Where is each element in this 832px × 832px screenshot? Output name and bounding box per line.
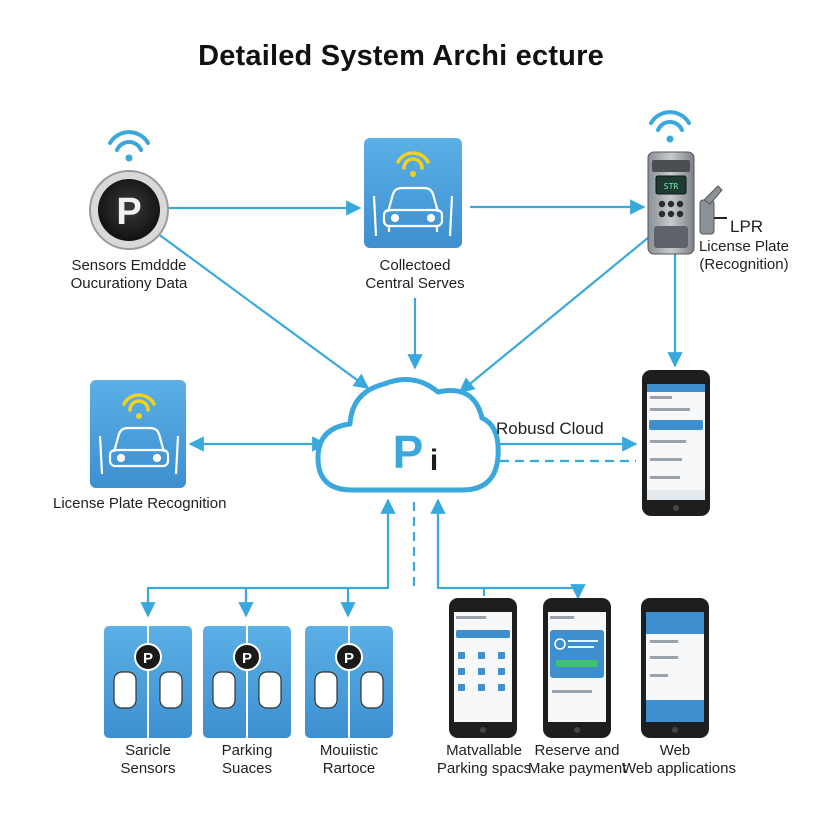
line-lots-to-cloud: [146, 498, 396, 612]
cloud-icon: [315, 377, 501, 493]
arrow-sensor-to-cloud: [149, 227, 370, 389]
app3-label: Web Web applications: [622, 742, 736, 777]
cloud-node: P i: [315, 377, 501, 493]
phone-reserve-payment: [543, 598, 611, 738]
barrier-arm-icon: [699, 185, 727, 235]
central-server-label: Collectoed Central Serves: [365, 257, 465, 292]
arrow-lpr-to-cloud: [458, 227, 661, 393]
car-icon: [212, 671, 282, 709]
parking-lot-3: P: [305, 626, 393, 738]
parking-lot-1: P: [104, 626, 192, 738]
cloud-p-letter: P: [393, 426, 424, 478]
svg-text:STR: STR: [664, 182, 679, 191]
wifi-icon: [108, 130, 150, 162]
lot3-label: Mouiistic Rartoce: [319, 742, 379, 777]
app1-label: Matvallable Parking spacs: [436, 742, 532, 777]
sensors-label: Sensors Emddde Oucurationy Data: [70, 257, 188, 292]
lpr-title-label: LPR: [730, 217, 764, 236]
phone-dashboard: [642, 370, 710, 516]
central-server-tile: [364, 138, 462, 248]
line-apps-to-cloud: [430, 498, 486, 596]
app2-label: Reserve and Make payment: [528, 742, 627, 777]
phone-available-spaces: [449, 598, 517, 738]
parking-lot-2: P: [203, 626, 291, 738]
diagram-title: Detailed System Archi ecture: [198, 40, 604, 72]
parking-p-letter: P: [116, 191, 141, 233]
connections: [140, 199, 683, 618]
wifi-icon: [122, 393, 156, 419]
lpr-screen: [655, 175, 687, 195]
car-icon: [113, 671, 183, 709]
car-icon: [314, 671, 384, 709]
lpr-left-tile: [90, 380, 186, 488]
car-icon: [372, 186, 454, 237]
cloud-label: Robusd Cloud: [496, 419, 604, 438]
svg-text:P: P: [344, 650, 354, 667]
parking-sensor-node: P: [89, 130, 169, 250]
phone-web-apps: [641, 598, 709, 738]
wifi-icon: [649, 110, 691, 143]
car-icon: [98, 426, 180, 475]
cloud-i-letter: i: [430, 444, 438, 477]
lot1-label: Saricle Sensors: [120, 742, 176, 777]
svg-text:P: P: [143, 650, 153, 667]
lpr-description-label: License Plate (Recognition): [698, 238, 790, 273]
lot2-label: Parking Suaces: [221, 742, 273, 777]
lpr-device: STR: [647, 110, 727, 255]
wifi-icon: [396, 151, 430, 177]
line-app2-branch: [484, 584, 586, 600]
lpr-left-label: License Plate Recognition: [53, 495, 227, 512]
svg-text:P: P: [242, 650, 252, 667]
